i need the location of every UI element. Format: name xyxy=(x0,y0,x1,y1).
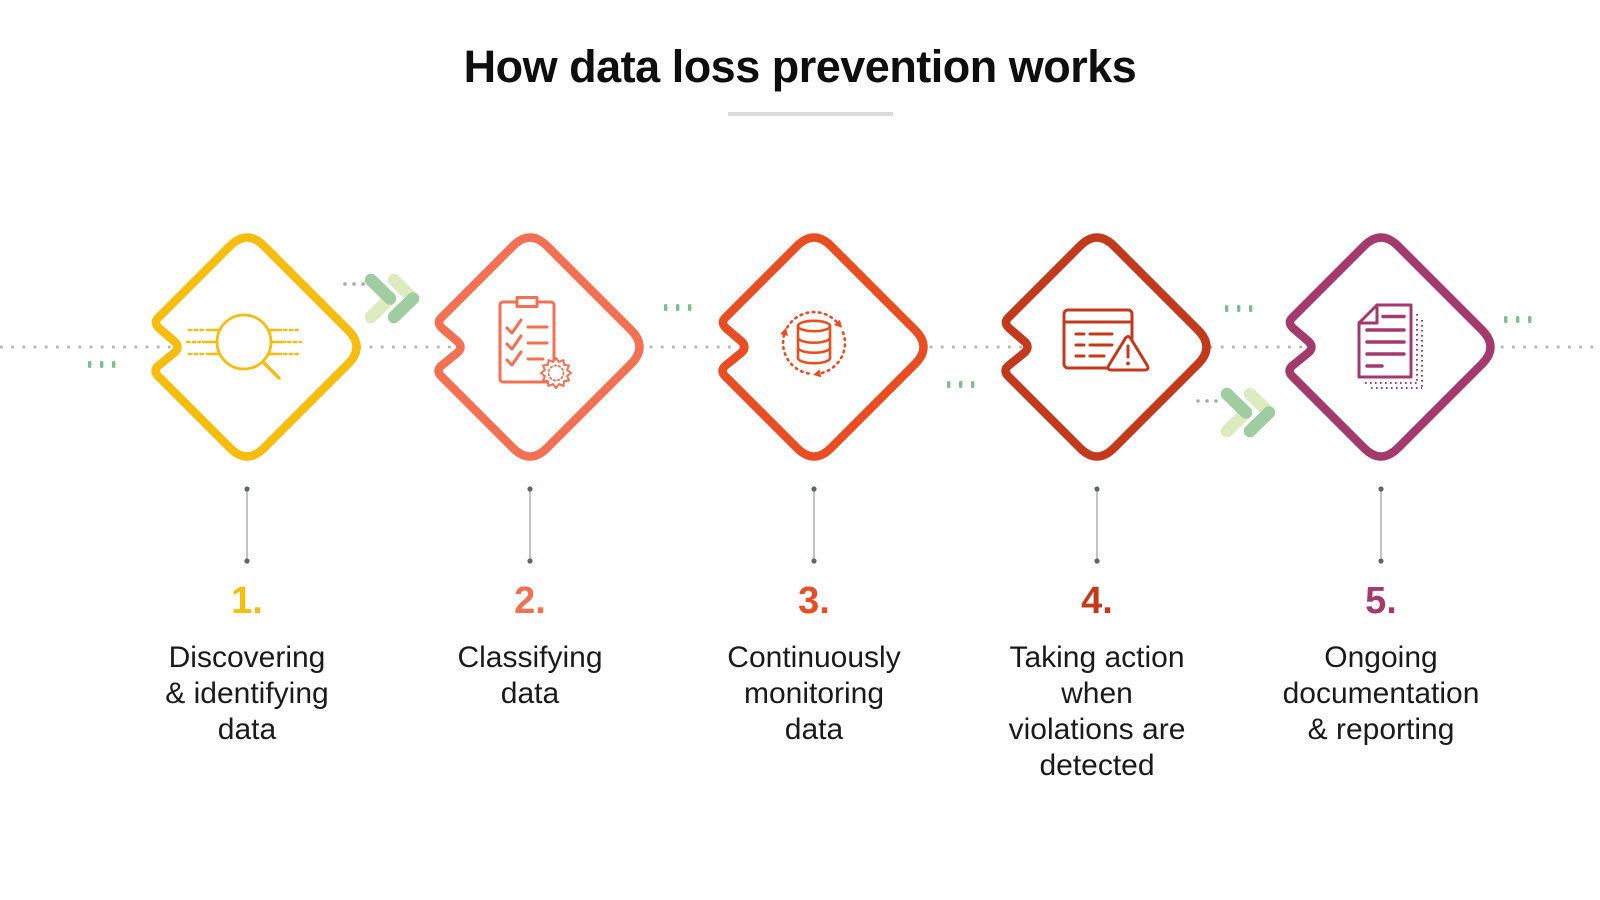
step-connectors xyxy=(244,486,1384,564)
step-1-column: 1. Discovering & identifying data xyxy=(107,582,387,748)
connector-line xyxy=(244,486,250,564)
step-5-diamond xyxy=(1285,233,1495,461)
page-title: How data loss prevention works xyxy=(463,41,1137,92)
step-4-diamond xyxy=(1001,233,1211,461)
diamond-outline xyxy=(718,233,928,461)
double-chevron-icon xyxy=(364,273,420,324)
step-2-column: 2. Classifying data xyxy=(390,582,670,712)
connector-line xyxy=(1094,486,1100,564)
green-dash-group xyxy=(88,304,1532,388)
step-label: Ongoing documentation & reporting xyxy=(1282,641,1480,746)
title-underline xyxy=(728,112,893,116)
step-number: 1. xyxy=(231,580,263,622)
step-number: 2. xyxy=(514,580,546,622)
step-number: 5. xyxy=(1365,580,1397,622)
database-sync-icon xyxy=(780,310,847,378)
double-chevron-icon xyxy=(1220,387,1276,438)
step-3-column: 3. Continuously monitoring data xyxy=(674,582,954,748)
step-number: 3. xyxy=(798,580,830,622)
connector-line xyxy=(527,486,533,564)
step-label: Discovering & identifying data xyxy=(165,641,329,746)
connector-line xyxy=(1378,486,1384,564)
step-label: Continuously monitoring data xyxy=(727,641,901,746)
step-3-diamond xyxy=(718,233,928,461)
diamond-outline xyxy=(1001,233,1211,461)
diamond-outline xyxy=(151,233,361,461)
step-2-diamond xyxy=(434,233,644,461)
step-4-column: 4. Taking action when violations are det… xyxy=(957,582,1237,784)
window-alert-icon xyxy=(1062,308,1150,372)
step-1-diamond xyxy=(151,233,361,461)
connector-line xyxy=(811,486,817,564)
step-number: 4. xyxy=(1081,580,1113,622)
step-label: Classifying data xyxy=(457,641,603,710)
search-scan-icon xyxy=(185,313,303,380)
clipboard-checklist-icon xyxy=(498,296,572,389)
gray-dot-group xyxy=(343,282,1218,403)
step-5-column: 5. Ongoing documentation & reporting xyxy=(1241,582,1521,748)
diamond-outline xyxy=(434,233,644,461)
step-label: Taking action when violations are detect… xyxy=(1008,641,1186,782)
document-report-icon xyxy=(1357,303,1423,389)
